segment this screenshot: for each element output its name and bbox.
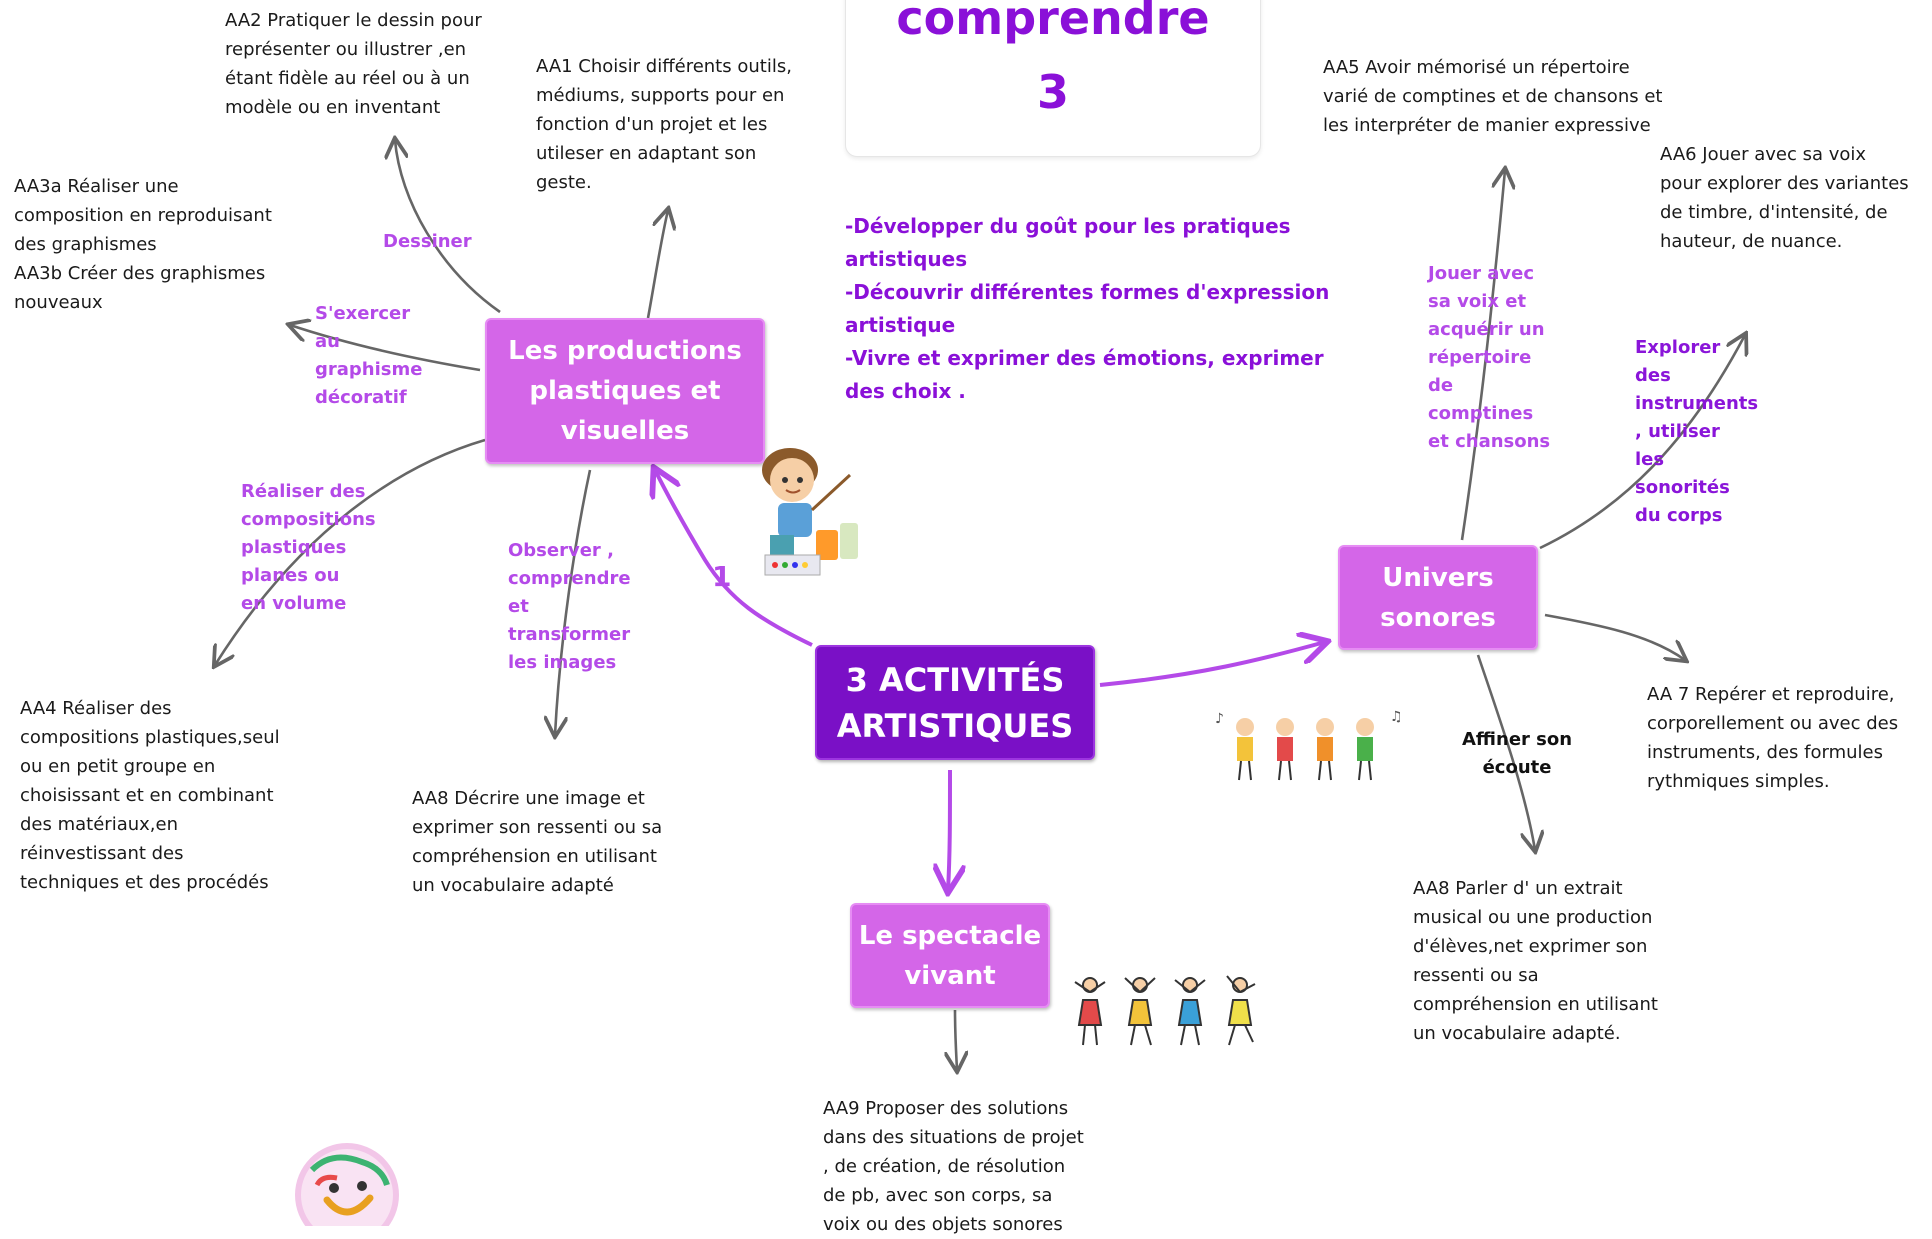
smiley-logo-icon [295, 1143, 399, 1226]
number-marker: 1 [712, 560, 732, 593]
link-center-spectacle [948, 769, 950, 890]
label-dessiner: Dessiner [383, 231, 472, 252]
branch-sonores-label: Univers sonores [1380, 562, 1496, 633]
link-explorer [1539, 335, 1745, 550]
svg-text:♪: ♪ [1215, 711, 1224, 727]
link-observer [555, 469, 592, 735]
link-aa1 [646, 210, 668, 319]
link-dessiner [395, 140, 501, 314]
svg-text:♫: ♫ [1390, 709, 1403, 725]
link-center-productions [655, 470, 813, 647]
label-jouer-voix: Jouer avec sa voix et acquérir un répert… [1428, 263, 1551, 452]
branch-spectacle: Le spectacle vivant [850, 903, 1050, 1008]
link-jouer-voix [1460, 170, 1505, 541]
label-explorer: Explorer des instruments , utiliser les … [1635, 337, 1759, 526]
branch-sonores: Univers sonores [1338, 545, 1538, 650]
block-aa8-musique: AA8 Parler d' un extrait musical ou une … [1413, 878, 1658, 1044]
title-line2: 3 [1036, 65, 1069, 119]
label-compositions: Réaliser des compositions plastiques pla… [241, 481, 376, 614]
link-aa9 [955, 1009, 957, 1070]
block-aa1: AA1 Choisir différents outils, médiums, … [536, 56, 792, 193]
branch-productions-label: Les productions plastiques et visuelles [508, 336, 742, 446]
objectives-text: -Développer du goût pour les pratiques a… [845, 214, 1330, 403]
link-affiner [1476, 654, 1535, 850]
link-aa7 [1544, 613, 1685, 660]
block-aa9: AA9 Proposer des solutions dans des situ… [823, 1098, 1084, 1235]
title-line1: comprendre [896, 0, 1210, 45]
label-graphisme: S'exercer au graphisme décoratif [315, 303, 423, 408]
dancers-illustration [1074, 975, 1256, 1046]
block-aa8-image: AA8 Décrire une image et exprimer son re… [412, 788, 663, 896]
center-node-label: 3 ACTIVITÉS ARTISTIQUES [836, 660, 1074, 745]
block-aa5: AA5 Avoir mémorisé un répertoire varié d… [1323, 57, 1663, 136]
center-node: 3 ACTIVITÉS ARTISTIQUES [815, 645, 1095, 760]
link-center-sonores [1099, 642, 1325, 687]
link-graphisme [290, 325, 481, 372]
block-aa4: AA4 Réaliser des compositions plastiques… [20, 698, 280, 893]
branch-productions: Les productions plastiques et visuelles [485, 318, 765, 464]
title-card: comprendre 3 [845, 0, 1261, 157]
block-aa2: AA2 Pratiquer le dessin pour représenter… [225, 10, 482, 118]
label-observer: Observer , comprendre et transformer les… [508, 540, 631, 673]
block-aa7: AA 7 Repérer et reproduire, corporelleme… [1647, 684, 1899, 792]
painter-child-illustration [762, 448, 858, 576]
branch-spectacle-label: Le spectacle vivant [858, 920, 1042, 991]
block-aa3: AA3a Réaliser une composition en reprodu… [14, 176, 272, 313]
musicians-illustration: ♪ ♫ [1215, 709, 1403, 781]
label-affiner: Affiner son écoute [1462, 729, 1573, 778]
block-aa6: AA6 Jouer avec sa voix pour explorer des… [1660, 144, 1909, 252]
link-compositions [215, 438, 486, 665]
